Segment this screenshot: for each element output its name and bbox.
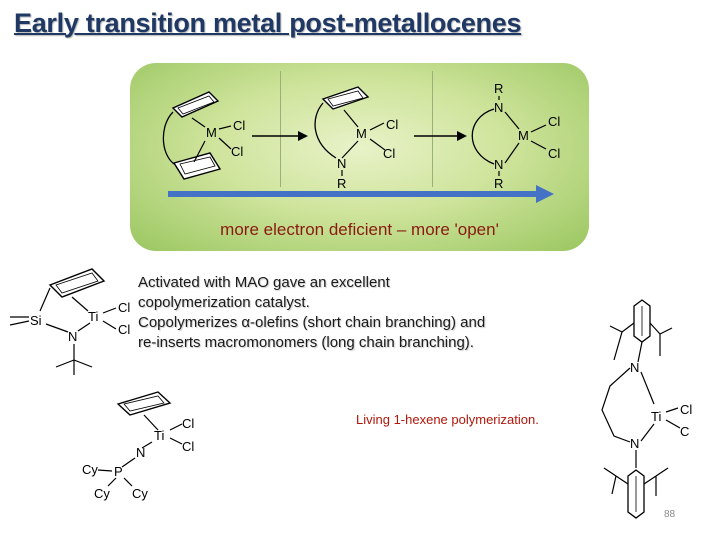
half-sandwich-r-label: R bbox=[337, 176, 346, 191]
cgc-n-label: N bbox=[68, 329, 77, 344]
diamido-c-label: C bbox=[680, 424, 689, 439]
phosphinimide-cy-label-3: Cy bbox=[132, 486, 148, 501]
diamido-n-label-top: N bbox=[630, 360, 639, 375]
half-sandwich-metal-label: M bbox=[356, 126, 367, 141]
phosphinimide-n-label: N bbox=[136, 445, 145, 460]
reaction-arrow-1 bbox=[252, 131, 308, 141]
metallocene-structure: M Cl Cl bbox=[162, 91, 245, 180]
phosphinimide-cl-label-1: Cl bbox=[182, 416, 194, 431]
cgc-ti-label: Ti bbox=[88, 309, 98, 324]
slide-title: Early transition metal post-metallocenes bbox=[14, 8, 522, 38]
phosphinimide-ti-label: Ti bbox=[154, 428, 164, 443]
bis-amido-n-label-top: N bbox=[494, 100, 503, 115]
reaction-arrow-2 bbox=[414, 131, 467, 141]
half-sandwich-cl-label-2: Cl bbox=[383, 146, 395, 161]
bis-amido-n-label-bottom: N bbox=[494, 157, 503, 172]
cgc-cl-label-2: Cl bbox=[118, 322, 130, 337]
phosphinimide-cl-label-2: Cl bbox=[182, 439, 194, 454]
bis-amido-cl-label-2: Cl bbox=[548, 146, 560, 161]
description-line: re-inserts macromonomers (long chain bra… bbox=[138, 334, 474, 351]
half-sandwich-cl-label-1: Cl bbox=[386, 117, 398, 132]
half-sandwich-n-label: N bbox=[337, 156, 346, 171]
bis-amido-r-label-top: R bbox=[494, 81, 503, 96]
description-text: Activated with MAO gave an excellent cop… bbox=[138, 273, 578, 353]
metallocene-cl-label-1: Cl bbox=[233, 118, 245, 133]
ligand-evolution-structures: M Cl Cl M Cl Cl N R bbox=[162, 81, 560, 203]
panel-divider-1 bbox=[280, 71, 281, 187]
phosphinimide-structure: Ti Cl Cl N P Cy Cy Cy bbox=[82, 391, 194, 501]
bis-amido-cl-label-1: Cl bbox=[548, 114, 560, 129]
living-polymerization-note: Living 1-hexene polymerization. bbox=[356, 412, 539, 427]
half-sandwich-structure: M Cl Cl N R bbox=[314, 86, 398, 191]
metallocene-metal-label: M bbox=[206, 125, 217, 140]
page-number: 88 bbox=[664, 509, 676, 520]
description-line: Copolymerizes α-olefins (short chain bra… bbox=[138, 314, 486, 331]
phosphinimide-p-label: P bbox=[114, 464, 123, 479]
metallocene-cl-label-2: Cl bbox=[231, 144, 243, 159]
panel-divider-2 bbox=[432, 71, 433, 187]
ligand-evolution-panel: M Cl Cl M Cl Cl N R bbox=[130, 63, 589, 251]
cgc-structure: Si N Ti Cl Cl bbox=[9, 268, 130, 375]
bis-amido-structure: R N M Cl Cl N R bbox=[471, 81, 560, 191]
cgc-cl-label-1: Cl bbox=[118, 300, 130, 315]
electron-deficiency-arrow bbox=[168, 185, 554, 203]
phosphinimide-cy-label-2: Cy bbox=[94, 486, 110, 501]
panel-caption: more electron deficient – more 'open' bbox=[220, 220, 499, 239]
bis-amido-metal-label: M bbox=[518, 128, 529, 143]
diamido-n-label-bottom: N bbox=[630, 436, 639, 451]
phosphinimide-cy-label-1: Cy bbox=[82, 462, 98, 477]
diamido-cl-label: Cl bbox=[680, 402, 692, 417]
description-line: Activated with MAO gave an excellent bbox=[138, 274, 390, 291]
cgc-si-label: Si bbox=[30, 313, 42, 328]
description-line: copolymerization catalyst. bbox=[138, 294, 310, 311]
bis-amido-r-label-bottom: R bbox=[494, 176, 503, 191]
diamido-ti-label: Ti bbox=[651, 409, 661, 424]
diamido-structure: N Ti Cl C N bbox=[601, 299, 692, 519]
